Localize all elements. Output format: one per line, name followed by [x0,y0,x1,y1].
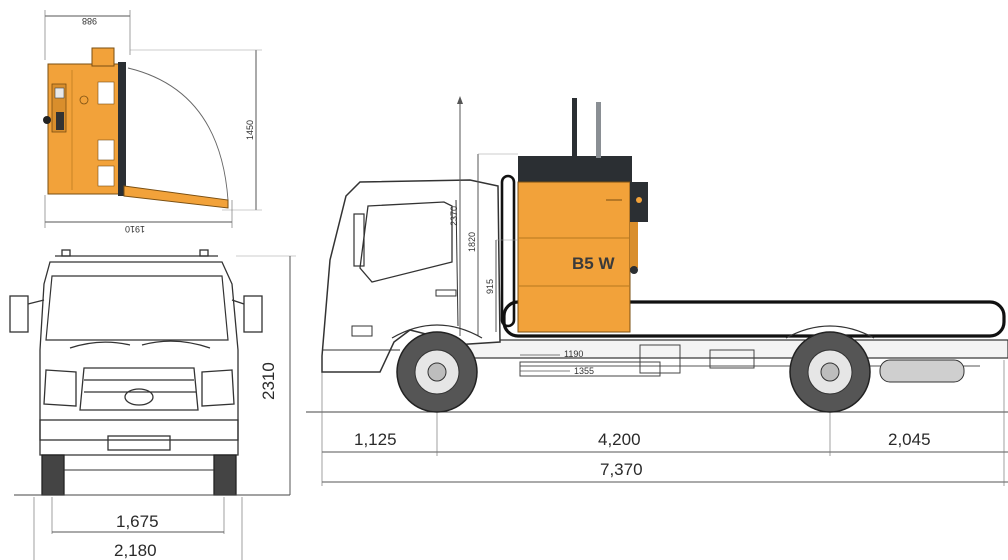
top-dim-door: 1910 [125,224,146,234]
side-dim-front-overhang: 1,125 [354,430,397,449]
side-dim-1820: 1820 [467,231,477,252]
rear-wheel [789,331,871,413]
top-dim-depth: 1450 [245,119,255,140]
top-dim-width: 988 [82,16,98,26]
side-view [306,96,1008,486]
front-wheel [396,331,478,413]
side-dim-wheelbase: 4,200 [598,430,641,449]
front-dim-width: 2,180 [114,541,157,560]
top-view [43,10,262,228]
side-dim-915: 915 [485,278,495,294]
side-dim-total-length: 7,370 [600,460,643,479]
side-dim-1190: 1190 [564,349,584,359]
machine-label: B5 W [572,254,615,273]
front-view [9,249,263,496]
side-dim-rear-overhang: 2,045 [888,430,931,449]
front-dim-height: 2310 [259,362,278,400]
front-dimensions [14,255,296,560]
front-dim-track: 1,675 [116,512,159,531]
side-dim-2370: 2370 [449,205,459,226]
side-dim-1355: 1355 [574,366,595,376]
